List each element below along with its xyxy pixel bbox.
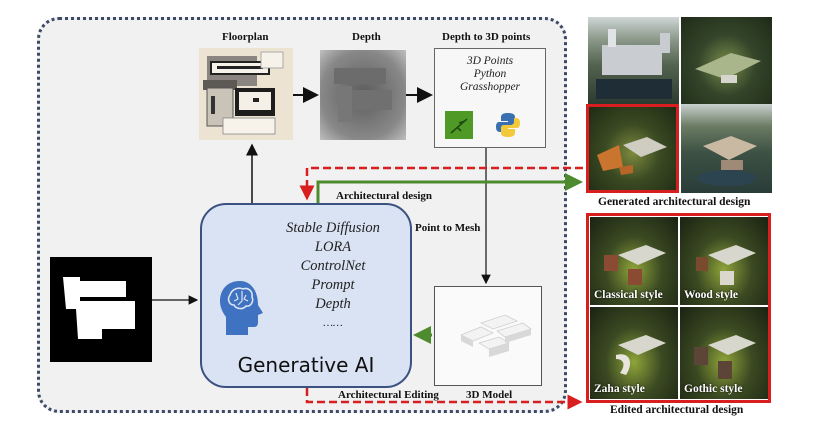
ai-item: ……: [323, 317, 343, 329]
ai-item: LORA: [314, 239, 352, 255]
style-label: Classical style: [594, 289, 663, 301]
architectural-editing-label: Architectural Editing: [338, 389, 439, 401]
ai-item: ControlNet: [300, 258, 366, 274]
depth-to-points-box: 3D Points Python Grasshopper: [434, 48, 546, 148]
points-item: Grasshopper: [459, 81, 521, 93]
depth-label: Depth: [352, 31, 381, 43]
depth-image: [320, 50, 406, 140]
grasshopper-icon: [445, 111, 473, 139]
generated-image-1: [588, 17, 679, 104]
edited-image-zaha: Zaha style: [590, 307, 678, 399]
floorplan-label: Floorplan: [222, 31, 269, 43]
depth-to-points-label: Depth to 3D points: [442, 31, 531, 43]
3d-model-label: 3D Model: [466, 389, 513, 401]
points-item: 3D Points: [466, 55, 514, 67]
edited-image-gothic: Gothic style: [680, 307, 768, 399]
generated-caption: Generated architectural design: [598, 196, 751, 208]
brain-head-icon: [218, 279, 264, 337]
generative-ai-box: Stable Diffusion LORA ControlNet Prompt …: [200, 203, 412, 388]
style-label: Gothic style: [684, 383, 743, 395]
arrow-architectural-editing: [305, 388, 583, 410]
edited-image-wood: Wood style: [680, 217, 768, 305]
point-to-mesh-label: Point to Mesh: [415, 222, 481, 234]
arrow-architectural-design: [316, 173, 583, 203]
floorplan-image: [199, 48, 293, 140]
edited-caption: Edited architectural design: [610, 404, 744, 416]
points-item: Python: [473, 68, 507, 80]
style-label: Zaha style: [594, 383, 645, 395]
generated-image-2: [681, 17, 772, 104]
mask-input-image: [50, 257, 152, 362]
ai-item: Depth: [315, 296, 351, 312]
3d-model-box: [434, 286, 542, 386]
3d-model-render: [460, 314, 532, 357]
ai-item: Stable Diffusion: [286, 220, 380, 236]
generative-ai-title: Generative AI: [237, 353, 375, 377]
edited-image-classical: Classical style: [590, 217, 678, 305]
ai-item: Prompt: [311, 277, 355, 293]
arrow-selected-design-feedback: [299, 166, 583, 201]
generated-image-4: [681, 104, 772, 193]
generated-image-3-selected: [586, 104, 679, 193]
python-icon: [495, 111, 521, 139]
style-label: Wood style: [684, 289, 738, 301]
architectural-design-label: Architectural design: [336, 190, 433, 202]
